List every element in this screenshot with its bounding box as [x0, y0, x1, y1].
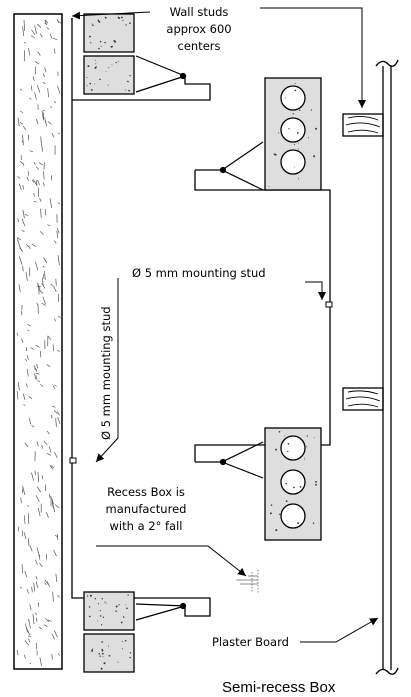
concrete-block-top-2 — [83, 55, 135, 95]
timber-wall — [13, 13, 63, 670]
clamp-bracket-top-left — [135, 55, 187, 93]
label-plaster-board: Plaster Board — [212, 635, 289, 649]
concrete-block-top-1 — [83, 13, 135, 53]
label-recess-line1: Recess Box is — [107, 485, 185, 499]
label-recess-line3: with a 2° fall — [110, 519, 183, 533]
wall-stud-upper — [342, 113, 384, 137]
clamp-bracket-mid-bottom — [219, 441, 264, 479]
plaster-board — [375, 59, 399, 675]
leader-lines — [71, 7, 379, 643]
label-recess-line2: manufactured — [106, 502, 187, 516]
hollow-block-lower — [264, 427, 322, 541]
mounting-stud-mark-right — [325, 301, 333, 308]
hollow-block-upper — [264, 77, 322, 191]
label-wall-studs-line1: Wall studs — [170, 5, 229, 19]
fall-indicator — [236, 570, 259, 594]
clamp-bracket-bottom-left — [135, 602, 187, 621]
mounting-stud-mark-left — [69, 457, 77, 464]
recess-box-outline — [71, 18, 211, 617]
concrete-block-bottom-2 — [83, 633, 135, 673]
diagram-caption: Semi-recess Box — [222, 679, 336, 696]
recess-box-inner — [194, 170, 331, 462]
wall-stud-lower — [342, 387, 384, 411]
label-wall-studs-line2: approx 600 — [166, 22, 231, 36]
concrete-block-bottom-1 — [83, 591, 135, 631]
label-mounting-stud-horizontal: Ø 5 mm mounting stud — [132, 266, 266, 280]
clamp-bracket-mid-top — [219, 141, 264, 191]
label-mounting-stud-vertical: Ø 5 mm mounting stud — [99, 306, 113, 440]
label-wall-studs-line3: centers — [178, 39, 221, 53]
